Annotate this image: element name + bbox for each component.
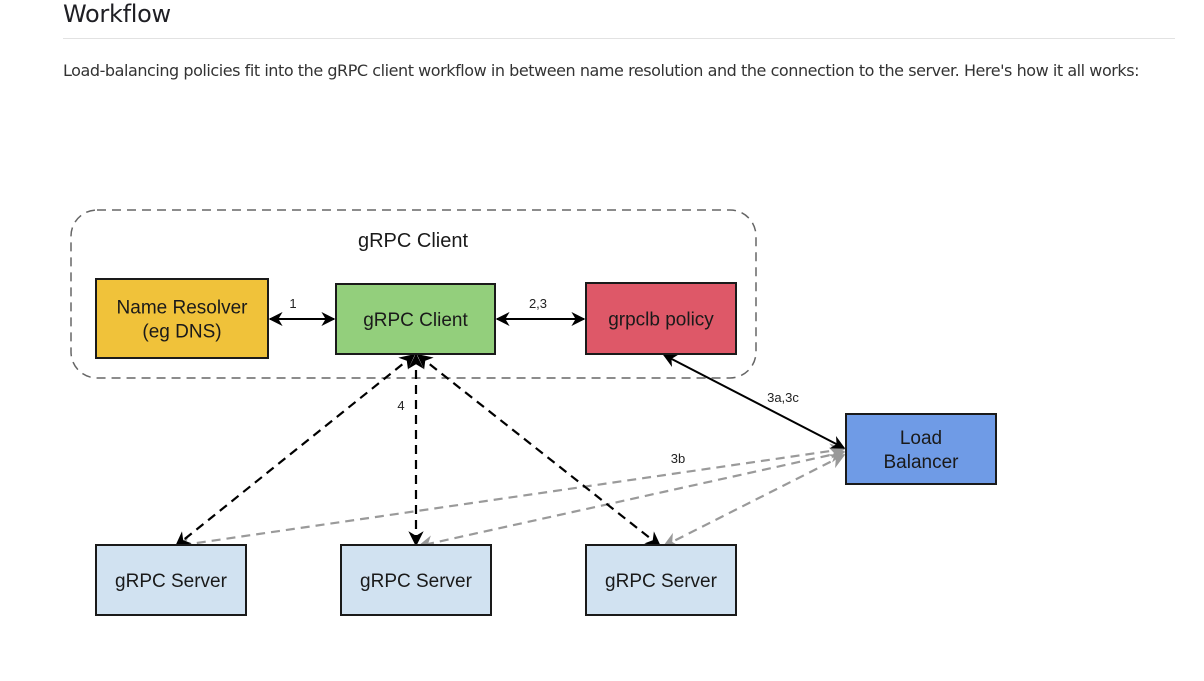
heading-divider xyxy=(63,38,1175,39)
node-server2: gRPC Server xyxy=(340,544,492,616)
node-server1: gRPC Server xyxy=(95,544,247,616)
edge-label: 3b xyxy=(671,451,685,466)
node-label: Load xyxy=(900,428,942,449)
edge-label: 4 xyxy=(397,398,404,413)
edge-label: 1 xyxy=(289,296,296,311)
node-label: (eg DNS) xyxy=(142,322,221,343)
node-label: gRPC Server xyxy=(605,571,718,592)
edge-balancer-server2 xyxy=(417,447,846,551)
node-label: grpclb policy xyxy=(608,310,714,331)
edge-label: 3a,3c xyxy=(767,390,799,405)
node-resolver: Name Resolver (eg DNS) xyxy=(95,278,269,359)
section-heading: Workflow xyxy=(63,0,171,28)
edge-client-server3 xyxy=(416,354,662,547)
node-label: gRPC Server xyxy=(360,571,473,592)
node-box xyxy=(585,544,737,616)
node-client: gRPC Client xyxy=(335,283,496,355)
node-box xyxy=(335,283,496,355)
node-policy: grpclb policy xyxy=(585,282,737,355)
node-box xyxy=(95,278,269,359)
edge-client-server1 xyxy=(174,354,416,547)
node-server3: gRPC Server xyxy=(585,544,737,616)
edge-label: 2,3 xyxy=(529,296,547,311)
edge-balancer-server3 xyxy=(662,454,846,547)
node-box xyxy=(95,544,247,616)
edge-policy-balancer xyxy=(662,354,846,449)
group-label: gRPC Client xyxy=(358,230,468,252)
node-label: gRPC Server xyxy=(115,571,228,592)
node-label: gRPC Client xyxy=(363,310,468,331)
node-box xyxy=(585,282,737,355)
node-box xyxy=(340,544,492,616)
node-label: Name Resolver xyxy=(117,298,249,319)
node-label: Balancer xyxy=(884,452,960,473)
edge-balancer-server1 xyxy=(174,443,846,552)
intro-paragraph: Load-balancing policies fit into the gRP… xyxy=(63,61,1140,80)
node-box xyxy=(845,413,997,485)
